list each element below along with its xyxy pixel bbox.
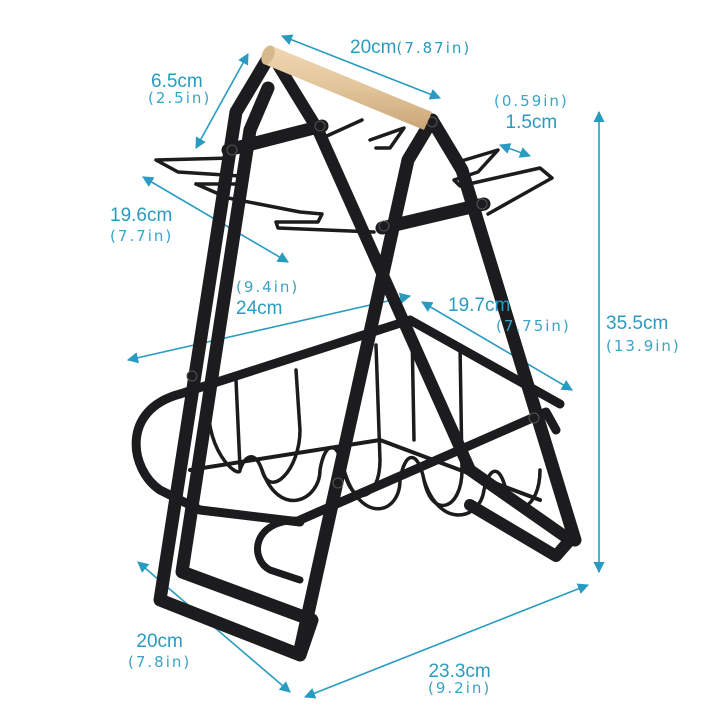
handle-length-arrow xyxy=(280,34,442,100)
screw xyxy=(378,220,390,232)
base-depth-label: 20cm (7.8in) xyxy=(128,632,191,670)
basket-width-inch: (9.4in) xyxy=(236,278,300,296)
basket-depth-label: 19.7cm (7.75in) xyxy=(448,296,571,334)
base-depth-inch: (7.8in) xyxy=(128,653,192,671)
hanger-depth-cm: 6.5cm xyxy=(151,71,203,92)
basket-width-cm: 24cm xyxy=(236,298,283,319)
screw xyxy=(528,412,540,424)
screw xyxy=(314,120,326,132)
hanger-wire-5 xyxy=(316,118,364,142)
base-width-cm: 23.3cm xyxy=(428,661,491,682)
screw xyxy=(226,144,238,156)
total-height-inch: (13.9in) xyxy=(606,337,681,355)
basket-back-rail xyxy=(175,315,565,409)
basket-width-label: (9.4in) 24cm xyxy=(236,278,300,319)
total-height-label: 35.5cm (13.9in) xyxy=(606,314,681,354)
hanger-wire-2 xyxy=(194,182,376,234)
base-width-label: 23.3cm (9.2in) xyxy=(428,662,491,696)
slot-width-cm: 1.5cm xyxy=(505,112,558,133)
slot-width-arrow xyxy=(498,143,532,158)
handle-length-cm: 20cm xyxy=(350,37,397,58)
hanger-depth-label: 6.5cm (2.5in) xyxy=(148,72,211,106)
basket-depth-arrow xyxy=(421,301,573,391)
basket-depth-inch: (7.75in) xyxy=(496,317,571,335)
hanger-wire-4 xyxy=(452,148,554,216)
rack-frame xyxy=(131,48,582,662)
hanger-depth-inch: (2.5in) xyxy=(148,89,212,107)
upper-crossbar-right xyxy=(375,197,491,235)
hanger-wire-1 xyxy=(154,156,242,186)
slot-width-inch: (0.59in) xyxy=(494,92,569,110)
upper-width-cm: 19.6cm xyxy=(110,205,173,226)
basket-front-curve xyxy=(254,516,304,584)
handle-length-label: 20cm(7.87in) xyxy=(350,38,471,57)
basket-depth-cm: 19.7cm xyxy=(448,295,511,316)
basket-width-arrow xyxy=(126,292,412,364)
dimension-arrows xyxy=(126,34,605,699)
slot-width-label: (0.59in) 1.5cm xyxy=(494,92,569,133)
base-depth-cm: 20cm xyxy=(136,631,183,652)
upper-width-label: 19.6cm (7.7in) xyxy=(110,206,173,244)
screw xyxy=(476,198,488,210)
hanger-depth-arrow xyxy=(195,53,249,149)
base-width-inch: (9.2in) xyxy=(428,679,492,697)
basket-left-curve xyxy=(131,389,305,527)
hanger-wire-3 xyxy=(368,126,406,150)
basket-front-rail xyxy=(295,407,561,525)
wooden-handle xyxy=(261,45,432,130)
upper-crossbar-left xyxy=(221,119,329,157)
handle-length-inch: (7.87in) xyxy=(396,39,472,57)
upper-width-inch: (7.7in) xyxy=(110,227,174,245)
base-width-arrow xyxy=(303,583,590,699)
screw xyxy=(332,477,344,489)
total-height-cm: 35.5cm xyxy=(606,313,669,334)
screw xyxy=(186,370,198,382)
